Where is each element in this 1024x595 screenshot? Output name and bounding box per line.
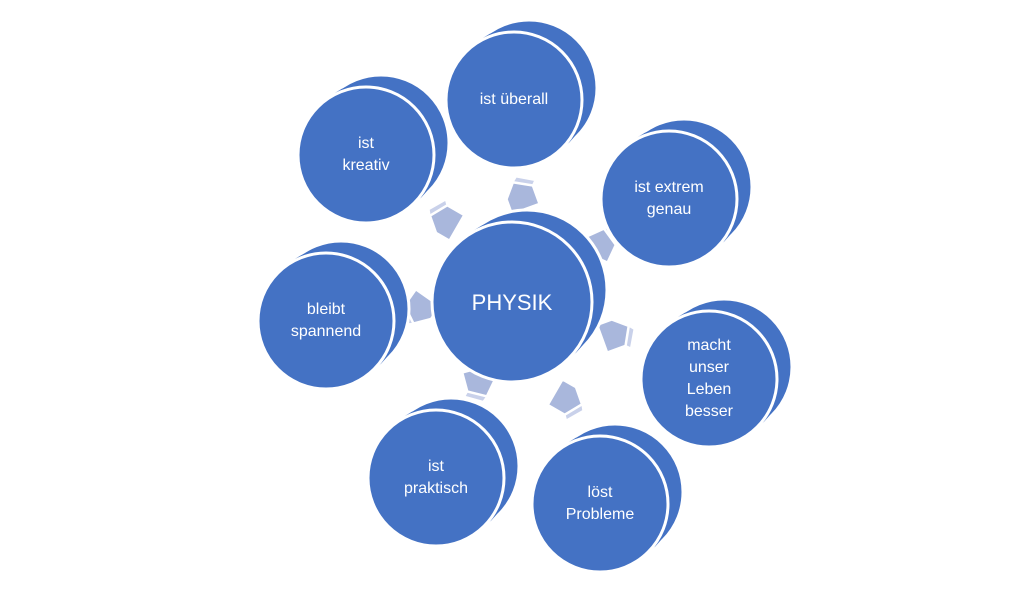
cycle-node-6-front-face (256, 251, 396, 391)
node-label-line: kreativ (342, 157, 389, 174)
center-circle (430, 208, 609, 384)
node-label-line: genau (647, 201, 692, 218)
node-label-line: ist überall (480, 91, 548, 108)
connector-arrow-3 (595, 317, 636, 355)
cycle-node-2-front-face (599, 129, 739, 269)
connector-arrow-4 (545, 377, 585, 422)
center-node: PHYSIK (430, 208, 609, 384)
center-label: PHYSIK (472, 290, 553, 315)
connector-arrow-1 (504, 175, 542, 216)
cycle-node-5-front-face (366, 408, 506, 548)
node-label-line: macht (687, 337, 731, 354)
node-label-line: ist (428, 458, 445, 475)
node-label-line: spannend (291, 323, 361, 340)
node-layer: ist überall ist extrem genau macht unserLebe… (256, 18, 794, 574)
node-label-line: praktisch (404, 480, 468, 497)
node-label-line: Leben (687, 381, 732, 398)
node-label-line: bleibt (307, 301, 346, 318)
connector-arrow-7 (427, 198, 467, 243)
cycle-node-1: ist überall (444, 18, 599, 170)
center-circle-front-face (430, 220, 594, 384)
cycle-node-3-front-face (639, 309, 779, 449)
node-label-line: unser (689, 359, 730, 376)
cycle-node-1-front-face (444, 30, 584, 170)
cycle-node-5: ist praktisch (366, 396, 521, 548)
cycle-node-4-front-face (530, 434, 670, 574)
cycle-node-6: bleibt spannend (256, 239, 411, 391)
node-label-line: ist extrem (634, 179, 703, 196)
cycle-node-7-front-face (296, 85, 436, 225)
cycle-node-2: ist extrem genau (599, 117, 754, 269)
node-label-line: Probleme (566, 506, 635, 523)
node-label-line: löst (588, 484, 613, 501)
node-label-line: besser (685, 403, 734, 420)
node-label-line: ist (358, 135, 375, 152)
cycle-node-7: ist kreativ (296, 73, 451, 225)
